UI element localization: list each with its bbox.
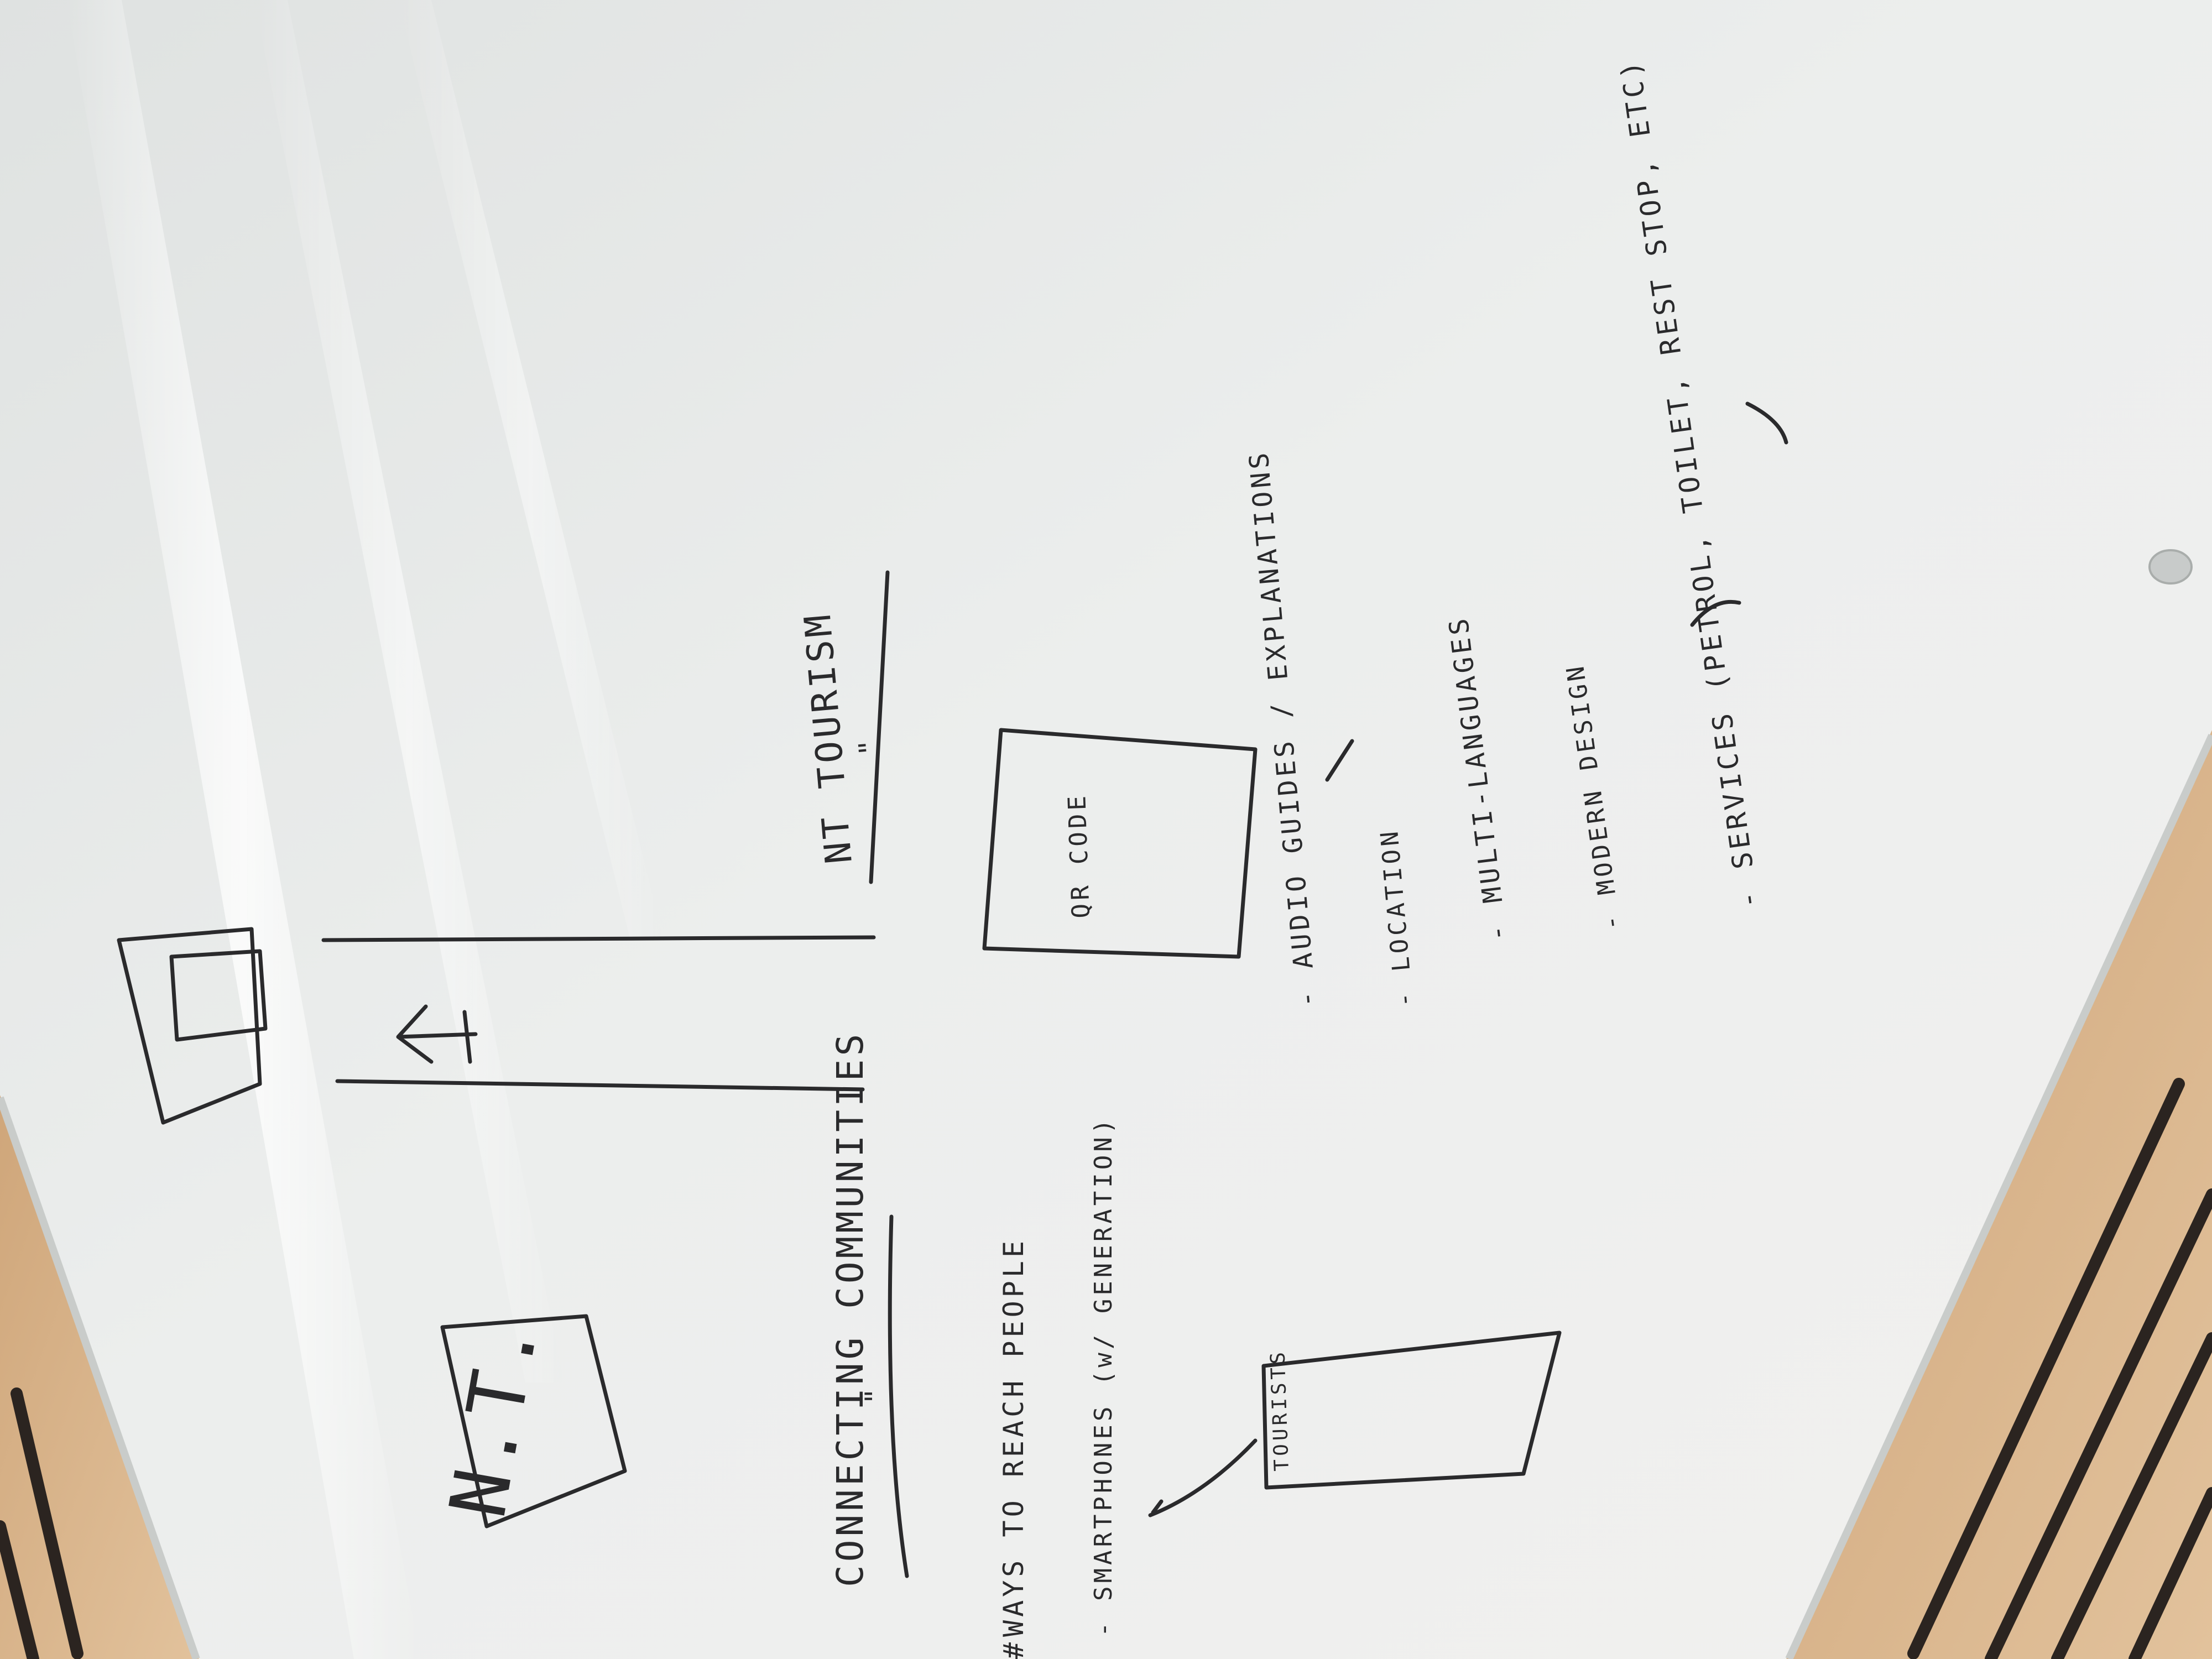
- services-paren-right: [1745, 401, 1788, 445]
- services-paren-left: [1690, 599, 1741, 627]
- tourists-box: [1261, 1331, 1562, 1490]
- connecting-communities-heading: CONNECTING COMMUNITIES: [829, 1031, 872, 1587]
- arrow-sketch: [396, 1004, 478, 1064]
- whiteboard-edge: [1785, 734, 2212, 1659]
- tourists-arrow: [1148, 1438, 1258, 1517]
- sketch-line-bottom: [335, 1079, 865, 1092]
- qr-code-box: [982, 728, 1258, 959]
- sketch-line-top: [321, 935, 876, 942]
- nt-tourism-mark: ": [852, 734, 886, 757]
- acoustic-slots: [0, 1078, 2212, 1659]
- tourism-underline: [869, 570, 890, 884]
- smartphones-line: - SMARTPHONES (w/ GENERATION): [1089, 1116, 1118, 1637]
- ways-prefix: #: [998, 1639, 1030, 1659]
- whiteboard-edge-left: [0, 1096, 200, 1659]
- connecting-communities-mark: ": [859, 1385, 891, 1405]
- tourists-label: TOURISTS: [1266, 1348, 1293, 1472]
- phone-sketch-inner: [169, 949, 268, 1042]
- phone-sketch-outer: [117, 927, 262, 1125]
- ways-to-reach-people: WAYS TO REACH PEOPLE: [998, 1238, 1030, 1637]
- qr-code-label: QR CODE: [1063, 792, 1095, 919]
- magnet-dot: [2148, 549, 2193, 585]
- nt-title-box: [440, 1314, 627, 1528]
- light-glare: [66, 0, 664, 1659]
- communities-underline: [888, 1214, 909, 1578]
- audio-slash: [1325, 739, 1354, 782]
